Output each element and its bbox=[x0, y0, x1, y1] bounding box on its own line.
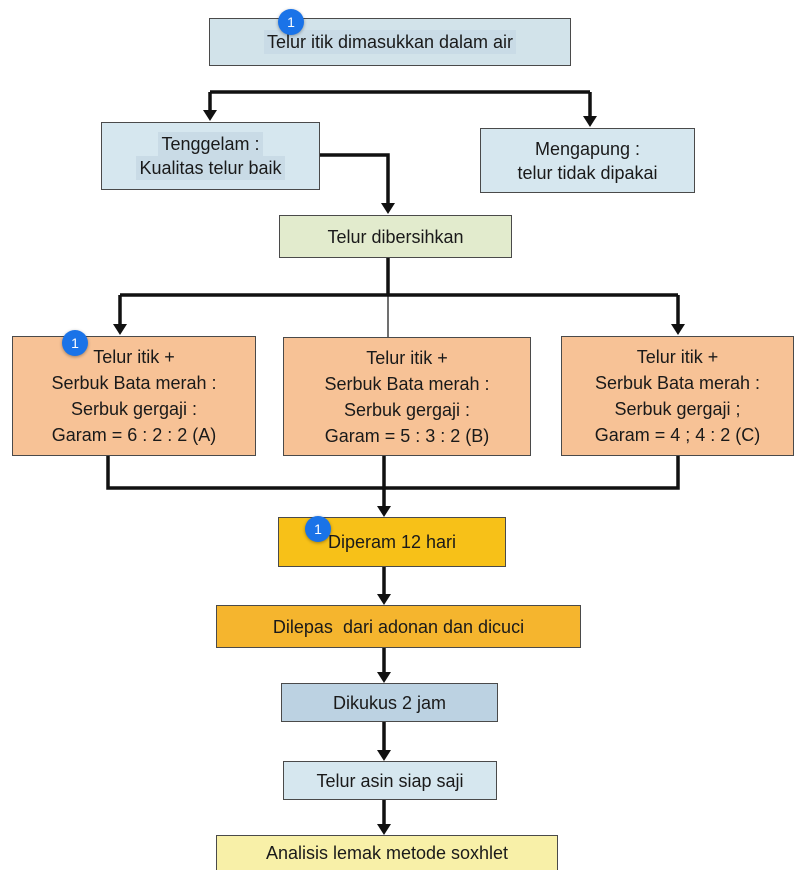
annotation-badge[interactable]: 1 bbox=[305, 516, 331, 542]
step-steam-text: Dikukus 2 jam bbox=[332, 692, 447, 713]
step-ready: Telur asin siap saji bbox=[283, 761, 497, 800]
arrowhead-tenggelam bbox=[203, 110, 217, 121]
arrowhead-peram bbox=[377, 506, 391, 517]
connector-to-bersih bbox=[320, 153, 390, 205]
step-mix-c-line-3: Serbuk gergaji ; bbox=[614, 399, 741, 419]
step-remove-wash: Dilepas dari adonan dan dicuci bbox=[216, 605, 581, 648]
step-cure: Diperam 12 hari bbox=[278, 517, 506, 567]
step-mix-c: Telur itik + Serbuk Bata merah : Serbuk … bbox=[561, 336, 794, 456]
step-float-line-1: Mengapung : bbox=[534, 138, 641, 159]
step-eggs-in-water: Telur itik dimasukkan dalam air bbox=[209, 18, 571, 66]
step-mix-a-line-3: Serbuk gergaji : bbox=[70, 399, 198, 419]
step-analysis-text: Analisis lemak metode soxhlet bbox=[265, 843, 509, 863]
step-mix-c-line-2: Serbuk Bata merah : bbox=[594, 373, 761, 393]
step-mix-b: Telur itik + Serbuk Bata merah : Serbuk … bbox=[283, 337, 531, 456]
step-analysis: Analisis lemak metode soxhlet bbox=[216, 835, 558, 870]
step-cure-text: Diperam 12 hari bbox=[327, 532, 457, 552]
connector-merge bbox=[106, 456, 680, 490]
arrowhead-mengapung bbox=[583, 116, 597, 127]
annotation-badge[interactable]: 1 bbox=[278, 9, 304, 35]
step-clean-text: Telur dibersihkan bbox=[327, 226, 464, 247]
arrowhead-analisis bbox=[377, 824, 391, 835]
step-mix-a: Telur itik + Serbuk Bata merah : Serbuk … bbox=[12, 336, 256, 456]
step-mix-b-line-2: Serbuk Bata merah : bbox=[324, 373, 490, 394]
step-sink-line-1: Tenggelam : bbox=[158, 132, 263, 156]
step-ready-text: Telur asin siap saji bbox=[316, 770, 464, 791]
step-eggs-in-water-text: Telur itik dimasukkan dalam air bbox=[263, 30, 517, 54]
step-mix-a-line-4: Garam = 6 : 2 : 2 (A) bbox=[51, 425, 217, 445]
arrowhead-siap bbox=[377, 750, 391, 761]
step-mix-c-line-1: Telur itik + bbox=[636, 347, 719, 367]
arrowhead-a bbox=[113, 324, 127, 335]
step-mix-b-line-1: Telur itik + bbox=[366, 347, 448, 368]
step-mix-b-line-4: Garam = 5 : 3 : 2 (B) bbox=[324, 425, 490, 446]
step-mix-b-line-3: Serbuk gergaji : bbox=[343, 399, 471, 420]
annotation-badge[interactable]: 1 bbox=[62, 330, 88, 356]
step-clean: Telur dibersihkan bbox=[279, 215, 512, 258]
step-mix-a-line-1: Telur itik + bbox=[93, 347, 175, 367]
arrowhead-bersih bbox=[381, 203, 395, 214]
step-mix-c-line-4: Garam = 4 ; 4 : 2 (C) bbox=[594, 425, 761, 445]
step-remove-wash-text: Dilepas dari adonan dan dicuci bbox=[272, 616, 525, 637]
step-mix-a-line-2: Serbuk Bata merah : bbox=[51, 373, 217, 393]
step-float-line-2: telur tidak dipakai bbox=[517, 162, 658, 183]
arrowhead-c bbox=[671, 324, 685, 335]
step-sink: Tenggelam : Kualitas telur baik bbox=[101, 122, 320, 190]
step-sink-line-2: Kualitas telur baik bbox=[136, 156, 285, 180]
arrowhead-kukus bbox=[377, 672, 391, 683]
arrowhead-lepas bbox=[377, 594, 391, 605]
step-steam: Dikukus 2 jam bbox=[281, 683, 498, 722]
step-float: Mengapung : telur tidak dipakai bbox=[480, 128, 695, 193]
